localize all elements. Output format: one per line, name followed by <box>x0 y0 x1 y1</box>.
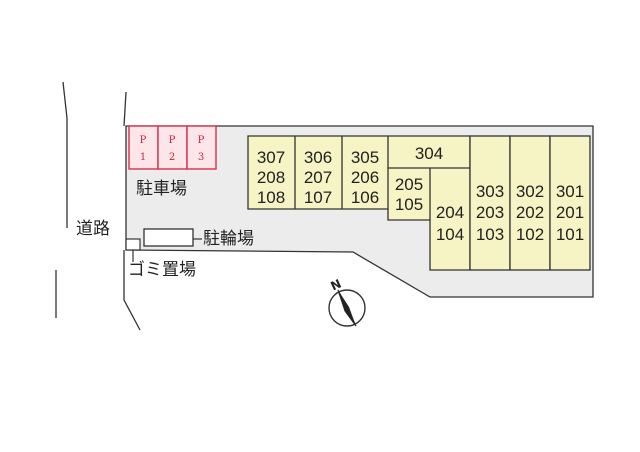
parking-num-1: 1 <box>140 152 146 163</box>
parking-num-2: 2 <box>169 152 175 163</box>
unit-203: 203 <box>476 203 504 222</box>
unit-106: 106 <box>351 188 379 207</box>
unit-201: 201 <box>556 203 584 222</box>
building-dividers <box>294 136 470 220</box>
parking-space-3 <box>186 125 217 170</box>
parking-spaces: P 1 P 2 P 3 <box>128 125 217 170</box>
bicycle-parking-label: 駐輪場 <box>203 229 254 249</box>
unit-306: 306 <box>304 148 332 167</box>
road-label: 道路 <box>76 219 110 239</box>
bicycle-parking-shed <box>143 228 194 247</box>
unit-304: 304 <box>415 144 443 163</box>
building <box>247 135 591 271</box>
road-edge-left <box>62 81 68 228</box>
unit-101: 101 <box>556 225 584 244</box>
road-edge-right-lower <box>123 250 141 331</box>
unit-108: 108 <box>257 188 285 207</box>
parking-p-2: P <box>169 135 176 146</box>
unit-numbers: 307 208 108 306 207 107 305 206 106 304 … <box>257 144 584 244</box>
parking-space-2 <box>157 125 188 170</box>
unit-302: 302 <box>516 182 544 201</box>
unit-205: 205 <box>395 175 423 194</box>
unit-104: 104 <box>436 225 464 244</box>
unit-301: 301 <box>556 182 584 201</box>
unit-102: 102 <box>516 225 544 244</box>
north-compass-icon: N <box>328 277 366 327</box>
parking-p-1: P <box>140 135 147 146</box>
unit-208: 208 <box>257 168 285 187</box>
unit-303: 303 <box>476 182 504 201</box>
unit-202: 202 <box>516 203 544 222</box>
unit-105: 105 <box>395 195 423 214</box>
garbage-area <box>125 238 141 251</box>
parking-num-3: 3 <box>198 152 204 163</box>
parking-label: 駐車場 <box>136 179 187 199</box>
unit-103: 103 <box>476 225 504 244</box>
unit-206: 206 <box>351 168 379 187</box>
road-edge-right <box>123 91 127 127</box>
unit-305: 305 <box>351 148 379 167</box>
parking-p-3: P <box>198 135 205 146</box>
unit-block-301 <box>549 135 591 271</box>
garbage-area-label: ゴミ置場 <box>128 260 196 280</box>
unit-307: 307 <box>257 148 285 167</box>
unit-107: 107 <box>304 188 332 207</box>
unit-207: 207 <box>304 168 332 187</box>
unit-204: 204 <box>436 203 464 222</box>
